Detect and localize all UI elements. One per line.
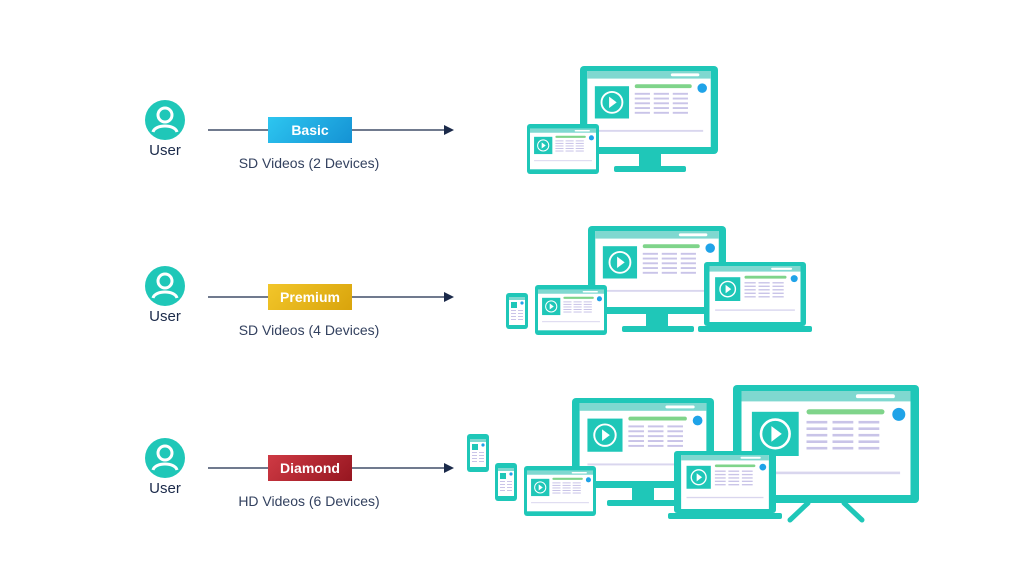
laptop-icon <box>698 262 812 332</box>
plan-badge-basic: Basic <box>268 117 352 143</box>
plan-name: Premium <box>280 289 340 305</box>
user-label: User <box>149 480 181 497</box>
user-icon <box>145 100 185 140</box>
plan-name: Basic <box>291 122 329 138</box>
tablet-icon <box>524 466 596 516</box>
desktop-monitor-icon <box>580 66 718 172</box>
tv-icon <box>733 385 919 523</box>
plan-description: SD Videos (4 Devices) <box>238 322 380 338</box>
phone-icon <box>495 463 517 501</box>
user-icon <box>145 438 185 478</box>
user-block: User <box>140 438 190 497</box>
laptop-icon <box>668 451 782 519</box>
desktop-monitor-icon <box>588 226 726 332</box>
user-block: User <box>140 266 190 325</box>
tablet-icon <box>535 285 607 335</box>
tablet-icon <box>527 124 599 174</box>
plan-badge-premium: Premium <box>268 284 352 310</box>
plan-name: Diamond <box>280 460 340 476</box>
plan-description: SD Videos (2 Devices) <box>238 155 380 171</box>
user-label: User <box>149 308 181 325</box>
phone-icon <box>467 434 489 472</box>
user-icon <box>145 266 185 306</box>
plan-badge-diamond: Diamond <box>268 455 352 481</box>
user-label: User <box>149 142 181 159</box>
user-block: User <box>140 100 190 159</box>
phone-icon <box>506 293 528 329</box>
device-group-basic <box>527 66 718 174</box>
device-group-premium <box>506 226 812 335</box>
plan-description: HD Videos (6 Devices) <box>238 493 380 509</box>
